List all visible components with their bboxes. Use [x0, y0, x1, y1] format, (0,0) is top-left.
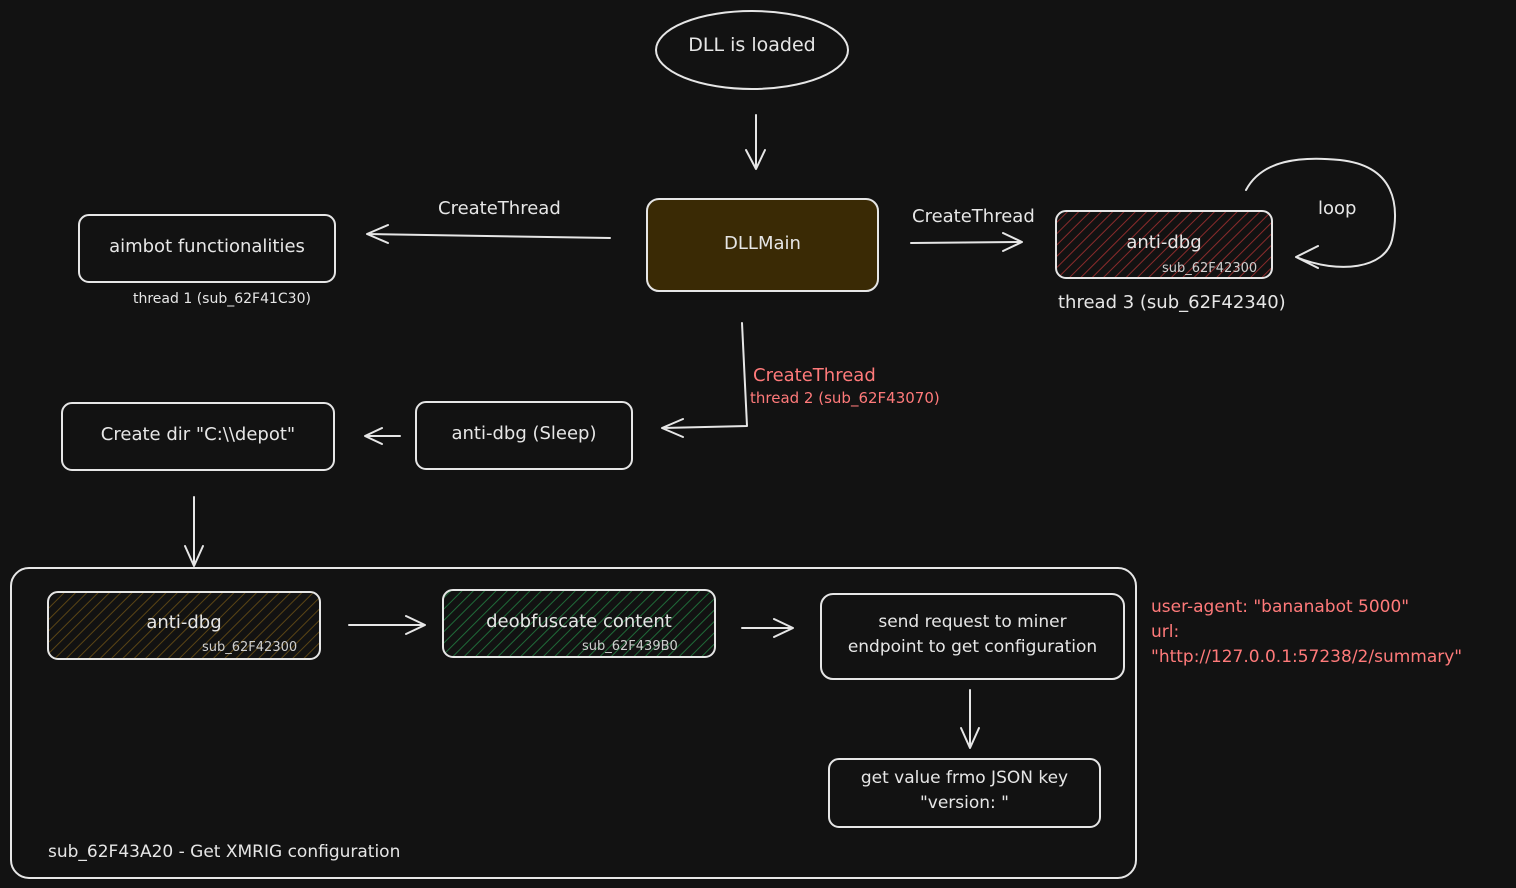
- anti-dbg-thread3-node: [1055, 210, 1273, 279]
- arrow-request-to-getvalue: [960, 689, 980, 749]
- anti-dbg-sleep-node: [415, 401, 633, 470]
- arrow-loaded-to-dllmain: [745, 114, 766, 170]
- get-value-line1: get value frmo JSON key: [860, 768, 1069, 788]
- deobfuscate-sub-label: sub_62F439B0: [582, 639, 678, 654]
- aimbot-node: [78, 214, 336, 283]
- arrow-dllmain-to-aimbot: [366, 224, 611, 244]
- arrow-sleep-to-createdir: [364, 427, 401, 445]
- get-value-node: [828, 758, 1101, 828]
- arrow-createdir-to-group: [184, 496, 204, 567]
- anti-dbg-inner-label: anti-dbg: [146, 612, 222, 633]
- deobfuscate-node: [442, 589, 716, 658]
- edge-label-createthread-left: CreateThread: [438, 198, 561, 219]
- arrow-loop: [1245, 157, 1396, 269]
- edge-label-loop: loop: [1318, 198, 1357, 219]
- xmrig-config-group: [10, 567, 1137, 879]
- group-title: sub_62F43A20 - Get XMRIG configuration: [48, 842, 401, 862]
- user-agent-annotation: user-agent: "bananabot 5000": [1151, 597, 1410, 617]
- dllmain-node: [646, 198, 879, 292]
- url-value-annotation: "http://127.0.0.1:57238/2/summary": [1151, 647, 1463, 667]
- url-label-annotation: url:: [1151, 622, 1180, 642]
- dll-loaded-node: [655, 10, 849, 90]
- thread1-caption: thread 1 (sub_62F41C30): [133, 291, 311, 307]
- deobfuscate-label: deobfuscate content: [486, 611, 672, 632]
- send-request-node: [820, 593, 1125, 680]
- anti-dbg-inner-node: [47, 591, 321, 660]
- arrow-deobf-to-request: [741, 618, 794, 638]
- arrow-dllmain-to-thread3: [910, 232, 1023, 252]
- aimbot-label: aimbot functionalities: [109, 236, 305, 257]
- thread2-caption: thread 2 (sub_62F43070): [750, 389, 940, 407]
- anti-dbg-inner-sub-label: sub_62F42300: [202, 640, 298, 655]
- create-dir-node: [61, 402, 335, 471]
- get-value-line2: "version: ": [919, 793, 1010, 813]
- arrow-antidbg-to-deobf: [348, 615, 426, 635]
- edge-label-createthread-down: CreateThread: [753, 365, 876, 386]
- send-request-line1: send request to miner: [878, 612, 1067, 632]
- thread3-caption: thread 3 (sub_62F42340): [1058, 292, 1286, 313]
- anti-dbg-sleep-label: anti-dbg (Sleep): [451, 423, 597, 444]
- create-dir-label: Create dir "C:\\depot": [100, 424, 296, 445]
- anti-dbg-thread3-label: anti-dbg: [1126, 232, 1202, 253]
- dllmain-label: DLLMain: [724, 233, 801, 254]
- dll-loaded-label: DLL is loaded: [688, 34, 816, 56]
- send-request-line2: endpoint to get configuration: [847, 637, 1098, 657]
- edge-label-createthread-right: CreateThread: [912, 206, 1035, 227]
- arrow-dllmain-to-sleep: [661, 322, 748, 438]
- anti-dbg-thread3-sub-label: sub_62F42300: [1162, 261, 1258, 276]
